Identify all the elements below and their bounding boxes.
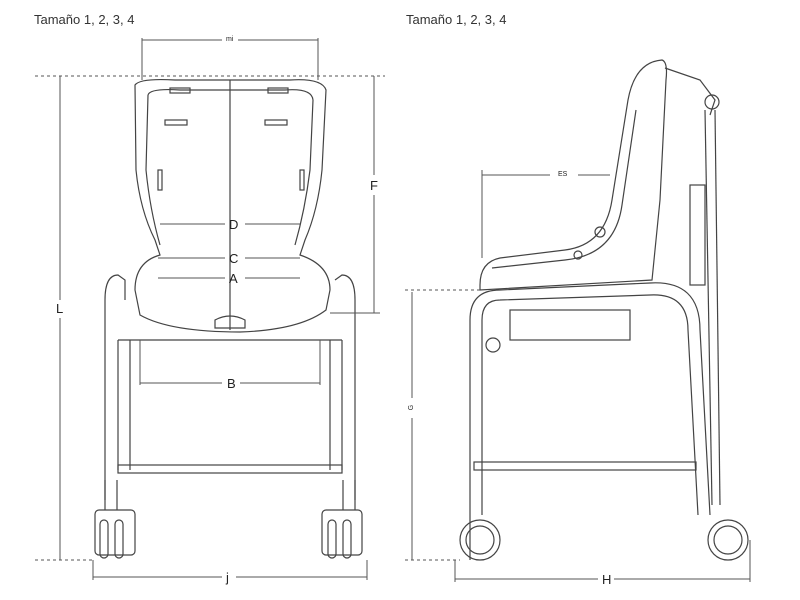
dimension-label-f: F: [370, 178, 378, 193]
side-chair: [459, 59, 749, 561]
dimension-label-a: A: [229, 271, 238, 286]
dimension-label-j: j: [226, 570, 229, 585]
side-view-title: Tamaño 1, 2, 3, 4: [406, 12, 507, 27]
dimension-label-es: ES: [558, 171, 568, 178]
dimension-label-h: H: [602, 572, 612, 587]
dimension-label-c: C: [229, 251, 239, 266]
front-dimension-lines: [35, 38, 385, 580]
dimension-label-d: D: [229, 217, 239, 232]
dimension-label-b: B: [227, 376, 236, 391]
dimension-label-l: L: [56, 301, 64, 316]
front-view-title: Tamaño 1, 2, 3, 4: [34, 12, 135, 27]
side-dimension-lines: [405, 170, 751, 582]
front-chair: [94, 78, 363, 559]
dimension-label-g: G: [408, 404, 416, 411]
top-width-label: mi: [226, 36, 234, 43]
